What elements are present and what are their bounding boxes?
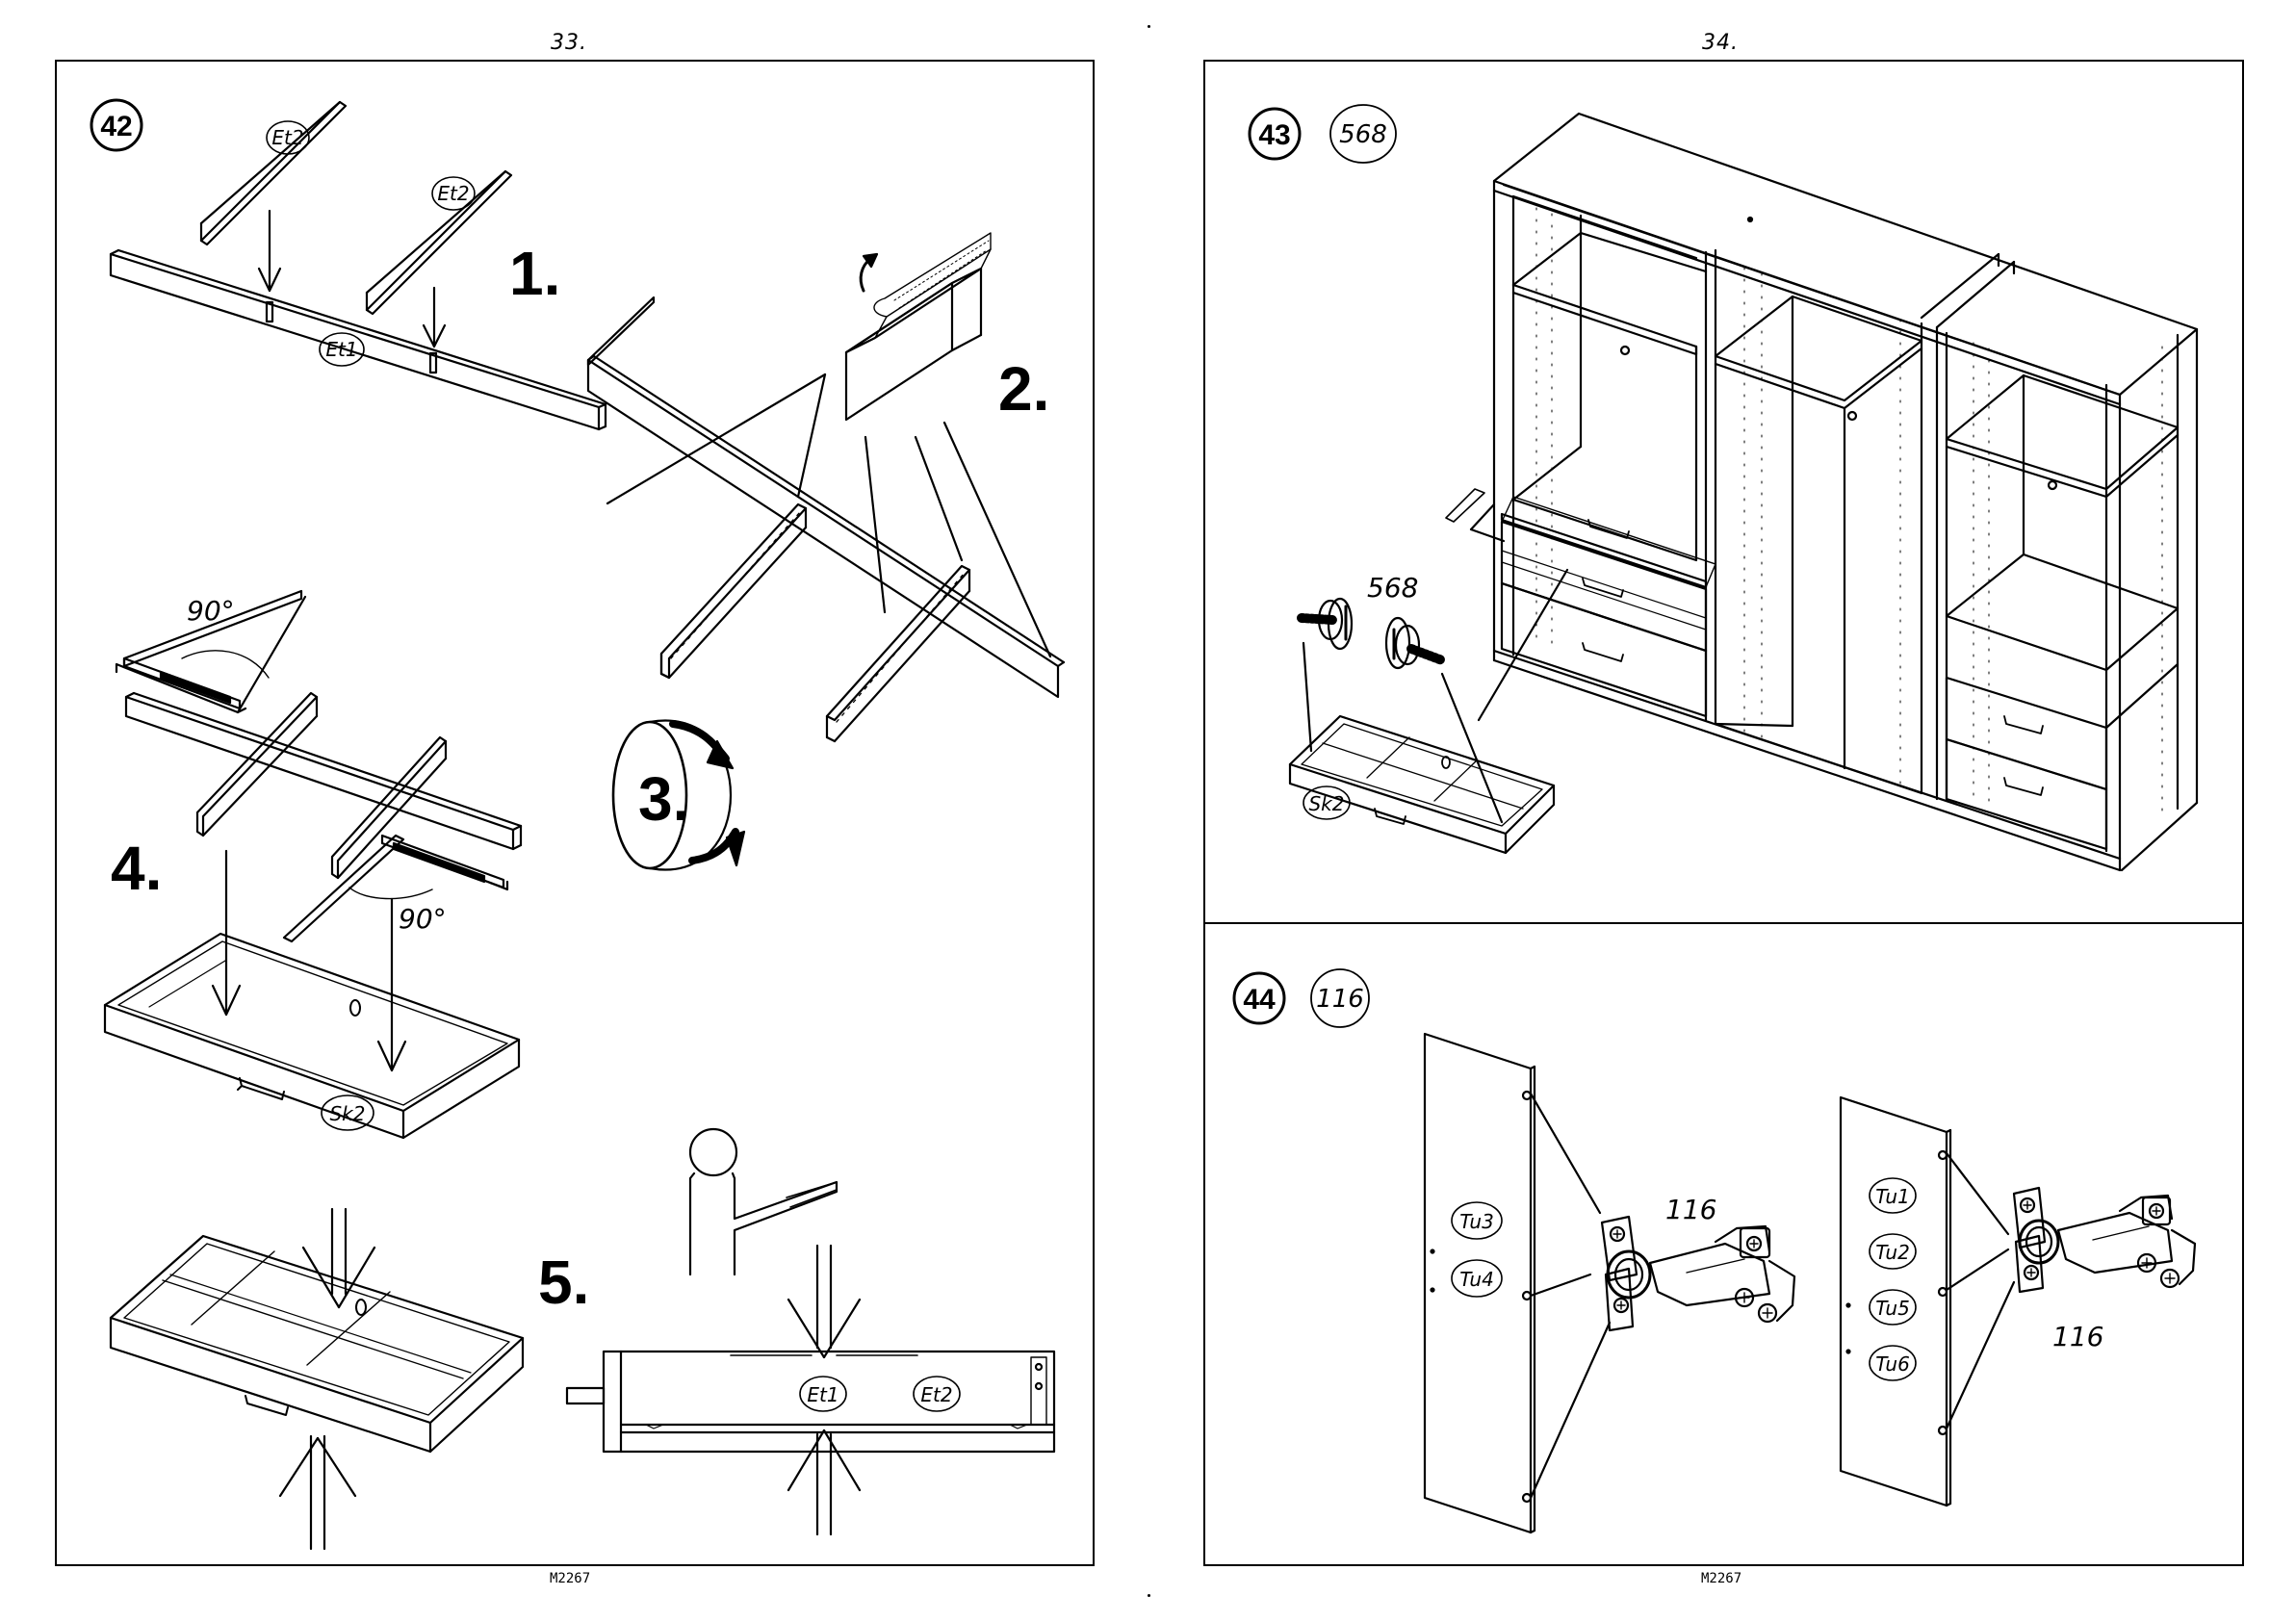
step-42-panel: 42 Et2 Et2 Et1 1. 2. <box>55 60 1095 1566</box>
sub-step-4: 4. <box>111 834 162 903</box>
svg-text:Tu5: Tu5 <box>1875 1297 1910 1320</box>
document-code-right: M2267 <box>1701 1571 1741 1586</box>
svg-text:Tu6: Tu6 <box>1875 1352 1910 1376</box>
step-44-panel: 44 116 Tu3 Tu4 116 Tu1 Tu2 Tu5 Tu6 <box>1203 922 2244 1566</box>
hinge-right <box>2014 1188 2195 1292</box>
sub-step-1: 1. <box>509 239 560 308</box>
hinge-left <box>1602 1217 1794 1330</box>
felt-long <box>588 360 1058 697</box>
svg-text:90°: 90° <box>187 595 235 627</box>
svg-text:Et1: Et1 <box>807 1383 838 1406</box>
svg-text:Et2: Et2 <box>437 182 469 205</box>
step-43-number: 43 <box>1258 119 1290 151</box>
center-dot-top <box>1148 25 1150 28</box>
sub-step-5: 5. <box>538 1248 589 1317</box>
hinge-count-right: 116 <box>2052 1321 2103 1352</box>
svg-text:Tu2: Tu2 <box>1875 1241 1910 1264</box>
svg-text:Et1: Et1 <box>325 338 357 361</box>
step-44-illustration: 44 116 Tu3 Tu4 116 Tu1 Tu2 Tu5 Tu6 <box>1205 924 2246 1568</box>
sub-step-2: 2. <box>998 354 1049 424</box>
step-42-number: 42 <box>100 111 132 142</box>
cam-screw-b <box>1386 618 1442 668</box>
hinge-count-left: 116 <box>1665 1194 1716 1225</box>
step-44-quantity: 116 <box>1316 985 1364 1014</box>
wardrobe <box>1446 114 2197 870</box>
drawer-sk2-detail: Sk2 <box>1290 716 1554 853</box>
svg-text:Sk2: Sk2 <box>329 1102 365 1125</box>
svg-text:Tu3: Tu3 <box>1459 1210 1494 1233</box>
svg-text:Tu4: Tu4 <box>1459 1268 1494 1291</box>
step-42-illustration: 42 Et2 Et2 Et1 1. 2. <box>57 62 1096 1568</box>
svg-text:Et2: Et2 <box>271 126 303 149</box>
step-43-panel: 43 568 <box>1203 60 2244 924</box>
felt-block-front <box>846 283 952 420</box>
document-code-left: M2267 <box>550 1571 590 1586</box>
svg-text:90°: 90° <box>399 903 447 935</box>
screw-count: 568 <box>1367 572 1418 604</box>
sub-step-3: 3. <box>638 764 689 834</box>
step-44-number: 44 <box>1243 984 1276 1016</box>
drawer-sk2 <box>105 934 519 1138</box>
step-43-quantity: 568 <box>1339 120 1387 149</box>
slot-1 <box>267 302 272 322</box>
svg-text:Tu1: Tu1 <box>1875 1185 1910 1208</box>
center-dot-bottom <box>1148 1594 1150 1597</box>
cam-screw-a <box>1302 599 1352 649</box>
page-number-left: 33. <box>551 31 587 55</box>
svg-text:Sk2: Sk2 <box>1308 792 1344 815</box>
svg-text:Et2: Et2 <box>920 1383 952 1406</box>
step-43-illustration: 43 568 <box>1205 62 2246 926</box>
page-number-right: 34. <box>1702 31 1739 55</box>
divider-et2-a <box>201 102 346 245</box>
person-head <box>690 1129 736 1175</box>
